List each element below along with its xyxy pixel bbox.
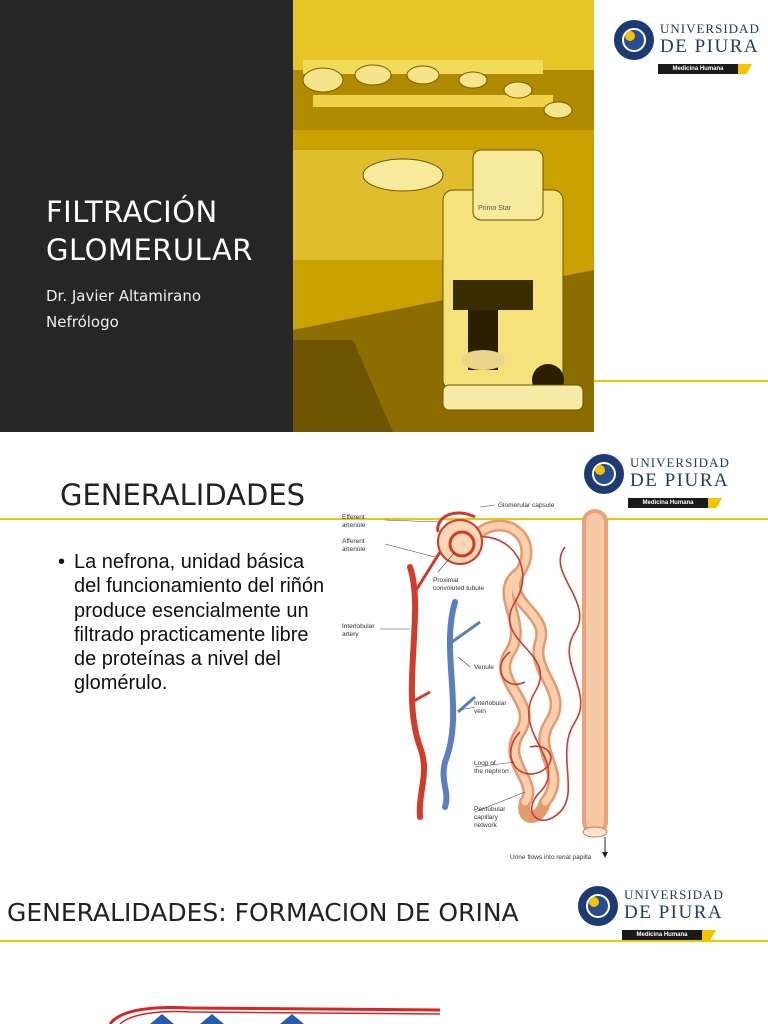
logo-line-1: UNIVERSIDAD [660,21,760,36]
label-interlobular-vein-1: Interlobular [474,700,507,707]
generalidades-slide: GENERALIDADES UNIVERSIDAD DE PIURA Medic… [0,432,768,868]
faculty-bar-accent [702,930,716,940]
label-afferent-1: Afferent [342,538,365,545]
university-seal-icon [614,20,654,60]
university-seal-icon [578,886,618,926]
accent-rule [594,380,768,382]
accent-rule [0,518,768,520]
svg-text:Primo Star: Primo Star [478,205,512,212]
label-interlobular-artery-1: Interlobular [342,623,375,630]
faculty-label: Medicina Humana [658,64,738,74]
title-line-1: FILTRACIÓN [46,195,218,229]
label-interlobular-vein-2: vein [474,708,486,715]
label-proximal-2: convoluted tubule [433,585,484,592]
logo-line-2: DE PIURA [624,902,724,923]
label-efferent-2: arteriole [342,522,366,529]
dark-title-panel [0,0,293,432]
formacion-orina-slide: GENERALIDADES: FORMACION DE ORINA UNIVER… [0,868,768,1024]
label-proximal-1: Proximal [433,577,459,584]
slide-title: GENERALIDADES: FORMACION DE ORINA [7,898,519,927]
author-name: Dr. Javier Altamirano [46,287,202,305]
author-role: Nefrólogo [46,313,119,331]
university-logo: UNIVERSIDAD DE PIURA Medicina Humana [578,886,728,956]
label-peritubular-2: capillary [474,814,499,821]
label-urine: Urine flows into renal papilla [510,854,592,861]
faculty-bar-accent [708,498,722,508]
label-glomerular-capsule: Glomerular capsule [498,502,555,509]
bullet-list: La nefrona, unidad básica del funcionami… [58,550,328,696]
faculty-label: Medicina Humana [622,930,702,940]
nephron-diagram: Glomerular capsule Efferent arteriole Af… [342,502,608,861]
title-slide: FILTRACIÓN GLOMERULAR Dr. Javier Altamir… [0,0,768,432]
label-efferent-1: Efferent [342,514,365,521]
label-interlobular-artery-2: artery [342,631,359,638]
author-block: Dr. Javier Altamirano Nefrólogo [46,283,201,335]
nephron-schematic-partial [108,1006,441,1024]
faculty-label: Medicina Humana [628,498,708,508]
accent-rule [0,940,768,942]
university-logo: UNIVERSIDAD DE PIURA Medicina Humana [584,454,734,524]
label-afferent-2: arteriole [342,546,366,553]
presentation-title: FILTRACIÓN GLOMERULAR [46,193,253,269]
logo-line-1: UNIVERSIDAD [630,455,730,470]
title-line-2: GLOMERULAR [46,233,253,267]
label-peritubular-1: Peritubular [474,806,506,813]
university-seal-icon [584,454,624,494]
logo-line-2: DE PIURA [660,36,760,57]
faculty-bar-accent [738,64,752,74]
microscope-lab-photo: Primo Star [293,0,594,432]
label-loop-1: Loop of [474,760,496,767]
label-loop-2: the nephron [474,768,509,775]
logo-line-2: DE PIURA [630,470,730,491]
logo-line-1: UNIVERSIDAD [624,887,724,902]
label-venule: Venule [474,664,494,671]
label-peritubular-3: network [474,822,498,829]
university-logo: UNIVERSIDAD DE PIURA Medicina Humana [614,20,764,90]
bullet-item: La nefrona, unidad básica del funcionami… [58,550,328,696]
slide-title: GENERALIDADES [60,478,306,512]
